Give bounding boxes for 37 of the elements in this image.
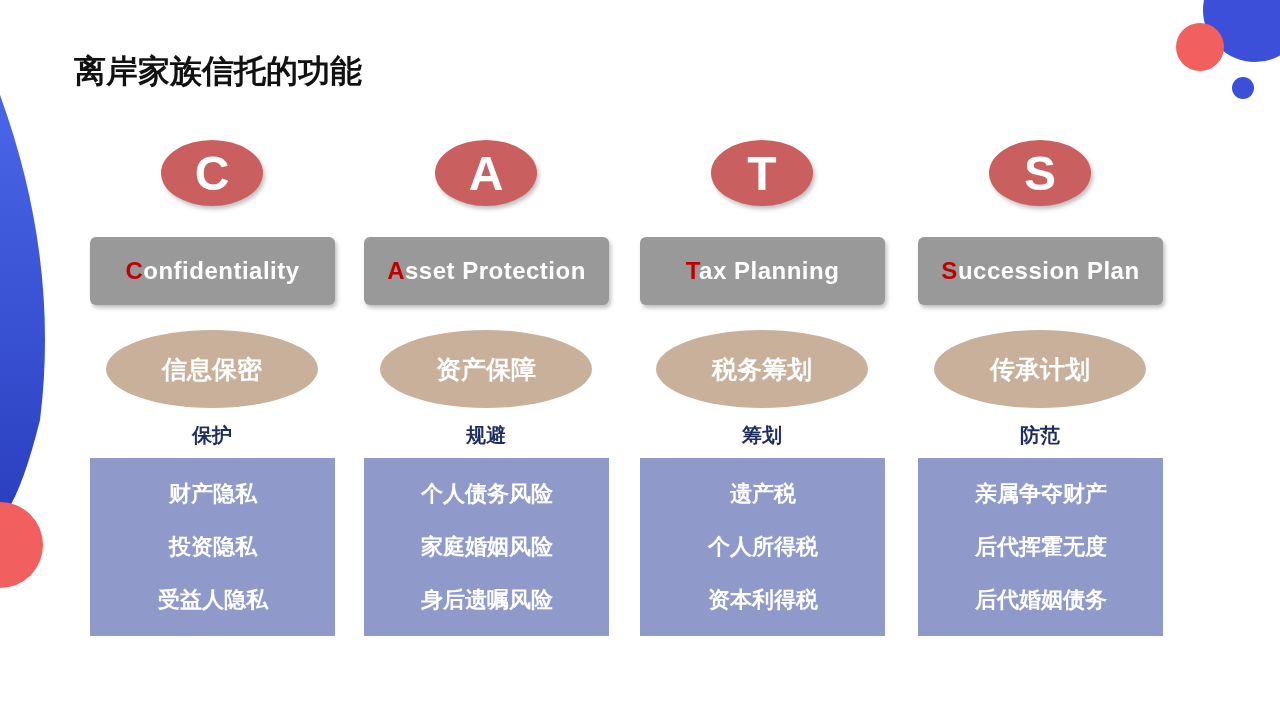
- term-box: [918, 237, 1163, 305]
- detail-panel: [640, 458, 885, 636]
- term-box: [640, 237, 885, 305]
- title: 离岸家族信托的功能: [74, 51, 362, 92]
- detail-item: 家庭婚姻风险: [420, 533, 553, 561]
- term-box: [364, 237, 609, 305]
- detail-item: 亲属争夺财产: [974, 480, 1107, 509]
- detail-item: 遗产税: [729, 480, 796, 509]
- detail-item: 身后遗嘱风险: [420, 585, 553, 614]
- letter-ellipse: A: [435, 140, 537, 206]
- column-label: 筹划: [741, 422, 783, 449]
- function-ellipse: 传承计划: [934, 330, 1146, 408]
- detail-item: 资本利得税: [707, 585, 818, 614]
- detail-item: 后代挥霍无度: [974, 533, 1107, 561]
- letter-ellipse: T: [711, 140, 813, 206]
- detail-item: 个人所得税: [707, 533, 818, 561]
- term-box: [90, 237, 335, 305]
- letter-ellipse: S: [989, 140, 1091, 206]
- term-text: Confidentiality: [125, 256, 300, 286]
- column-label: 规避: [465, 422, 507, 449]
- column-label: 保护: [191, 422, 233, 449]
- term-text: Asset Protection: [387, 256, 586, 286]
- function-ellipse: 资产保障: [380, 330, 592, 408]
- detail-item: 财产隐私: [168, 480, 257, 509]
- detail-item: 受益人隐私: [157, 585, 268, 614]
- letter-ellipse: C: [161, 140, 263, 206]
- detail-item: 投资隐私: [168, 533, 257, 561]
- term-text: Succession Plan: [941, 256, 1140, 286]
- term-text: Tax Planning: [685, 256, 840, 286]
- detail-panel: [90, 458, 335, 636]
- function-ellipse: 税务筹划: [656, 330, 868, 408]
- detail-item: 后代婚姻债务: [974, 585, 1107, 614]
- column-label: 防范: [1019, 422, 1061, 449]
- function-ellipse: 信息保密: [106, 330, 318, 408]
- detail-item: 个人债务风险: [420, 480, 553, 509]
- detail-panel: [364, 458, 609, 636]
- detail-panel: [918, 458, 1163, 636]
